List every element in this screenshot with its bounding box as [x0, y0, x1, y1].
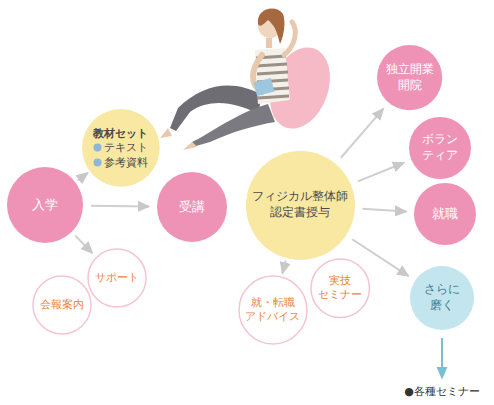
node-label: 受講: [179, 199, 205, 216]
node-text-block: 入学: [32, 197, 58, 214]
foot: [160, 128, 172, 138]
foot: [183, 142, 197, 150]
blue-circle: さらに 磨く: [410, 266, 474, 330]
hair: [258, 9, 285, 44]
node-text-block: ボラン ティア: [422, 132, 458, 163]
node-text-block: フィジカル整体師 認定書授与: [252, 189, 348, 220]
node-text-block: 独立開業 開院: [386, 62, 434, 93]
node-text-block: 実技 セミナー: [318, 274, 362, 303]
node-label: サポート: [95, 271, 139, 285]
flow-arrow: [341, 109, 384, 158]
flow-arrow: [358, 163, 404, 182]
pink-circle: ボラン ティア: [409, 117, 471, 179]
node-label: さらに 磨く: [424, 282, 460, 313]
outline-circle: 会報案内: [32, 275, 92, 335]
flow-arrow: [362, 209, 406, 212]
arm: [284, 22, 295, 55]
note-label: ●各種セミナー: [404, 384, 480, 399]
leg: [192, 104, 275, 146]
node-text-block: 教材セットテキスト参考資料: [93, 127, 148, 170]
outline-circle: 実技 セミナー: [310, 258, 370, 318]
node-label: テキスト: [93, 141, 148, 155]
node-label: フィジカル整体師 認定書授与: [252, 189, 348, 220]
book: [253, 78, 274, 96]
node-label: 独立開業 開院: [386, 62, 434, 93]
node-label: 実技 セミナー: [318, 274, 362, 303]
node-label: 入学: [32, 197, 58, 214]
pink-circle: 独立開業 開院: [377, 45, 442, 110]
node-label: 就職: [432, 206, 458, 223]
node-text-block: 就職: [432, 206, 458, 223]
outline-circle: サポート: [87, 248, 147, 308]
node-text-block: 会報案内: [40, 298, 84, 312]
node-text-block: 就・転職 アドバイス: [245, 296, 300, 325]
yellow-circle: 教材セットテキスト参考資料: [82, 109, 160, 187]
pink-circle: 受講: [157, 172, 227, 242]
pink-circle: 就職: [414, 183, 476, 245]
node-label: ボラン ティア: [422, 132, 458, 163]
flow-arrow: [91, 205, 149, 208]
node-label: 教材セット: [93, 127, 148, 141]
flow-arrow: [78, 173, 88, 181]
yellow-circle: フィジカル整体師 認定書授与: [246, 151, 355, 260]
node-label: 会報案内: [40, 298, 84, 312]
node-label: 参考資料: [93, 155, 148, 169]
neck: [266, 38, 272, 48]
pink-circle: 入学: [7, 167, 83, 243]
node-text-block: さらに 磨く: [424, 282, 460, 313]
outline-circle: 就・転職 アドバイス: [238, 275, 308, 345]
node-label: 就・転職 アドバイス: [245, 296, 300, 325]
leader-arrow: [441, 338, 443, 378]
flow-arrow: [282, 260, 285, 273]
node-text-block: 受講: [179, 199, 205, 216]
node-text-block: サポート: [95, 271, 139, 285]
flow-arrow: [75, 236, 92, 253]
